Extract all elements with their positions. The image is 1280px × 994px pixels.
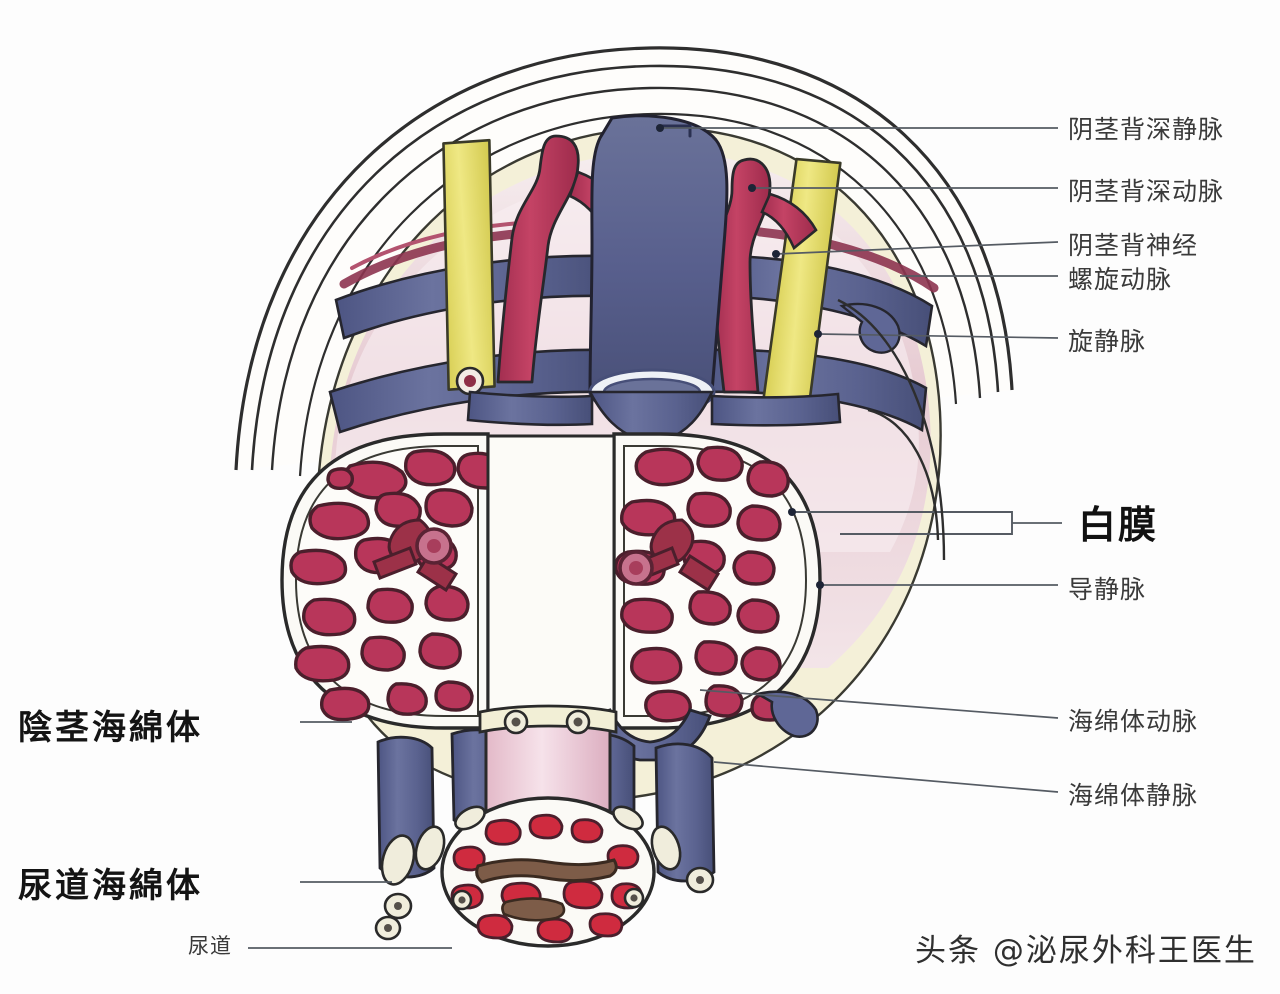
label-urethra: 尿道 <box>188 934 232 958</box>
label-corpus-cavernosum: 陰茎海綿体 <box>18 708 203 748</box>
dorsal-nerve-left <box>442 138 496 391</box>
urethral-lumen <box>475 858 618 884</box>
corpus-spongiosum <box>374 796 715 948</box>
label-deep-dorsal-artery: 阴茎背深动脉 <box>1068 177 1225 206</box>
corpus-cavernosum-left <box>280 432 504 730</box>
deep-dorsal-vein-trunk <box>466 114 842 442</box>
label-emissary-vein: 导静脉 <box>1068 575 1147 604</box>
leader-lines <box>248 127 1062 949</box>
corpus-cavernosum-right <box>612 432 822 730</box>
label-dorsal-nerve: 阴茎背神经 <box>1068 231 1199 260</box>
label-circumflex-vein: 旋静脉 <box>1068 327 1147 356</box>
label-corpus-spongiosum: 尿道海綿体 <box>18 866 203 906</box>
leader-anchor-dots <box>656 124 824 589</box>
label-deep-dorsal-vein: 阴茎背深静脉 <box>1068 115 1225 144</box>
watermark: 头条 @泌尿外科王医生 <box>915 933 1257 969</box>
label-helicine-artery: 螺旋动脉 <box>1068 265 1173 294</box>
label-cavernous-vein: 海绵体静脉 <box>1068 781 1199 810</box>
label-cavernous-artery: 海绵体动脉 <box>1068 707 1199 736</box>
label-tunica-albuginea: 白膜 <box>1078 503 1159 547</box>
intercavernous-septum <box>486 434 616 730</box>
spongiosum-small-vessels <box>414 805 682 911</box>
